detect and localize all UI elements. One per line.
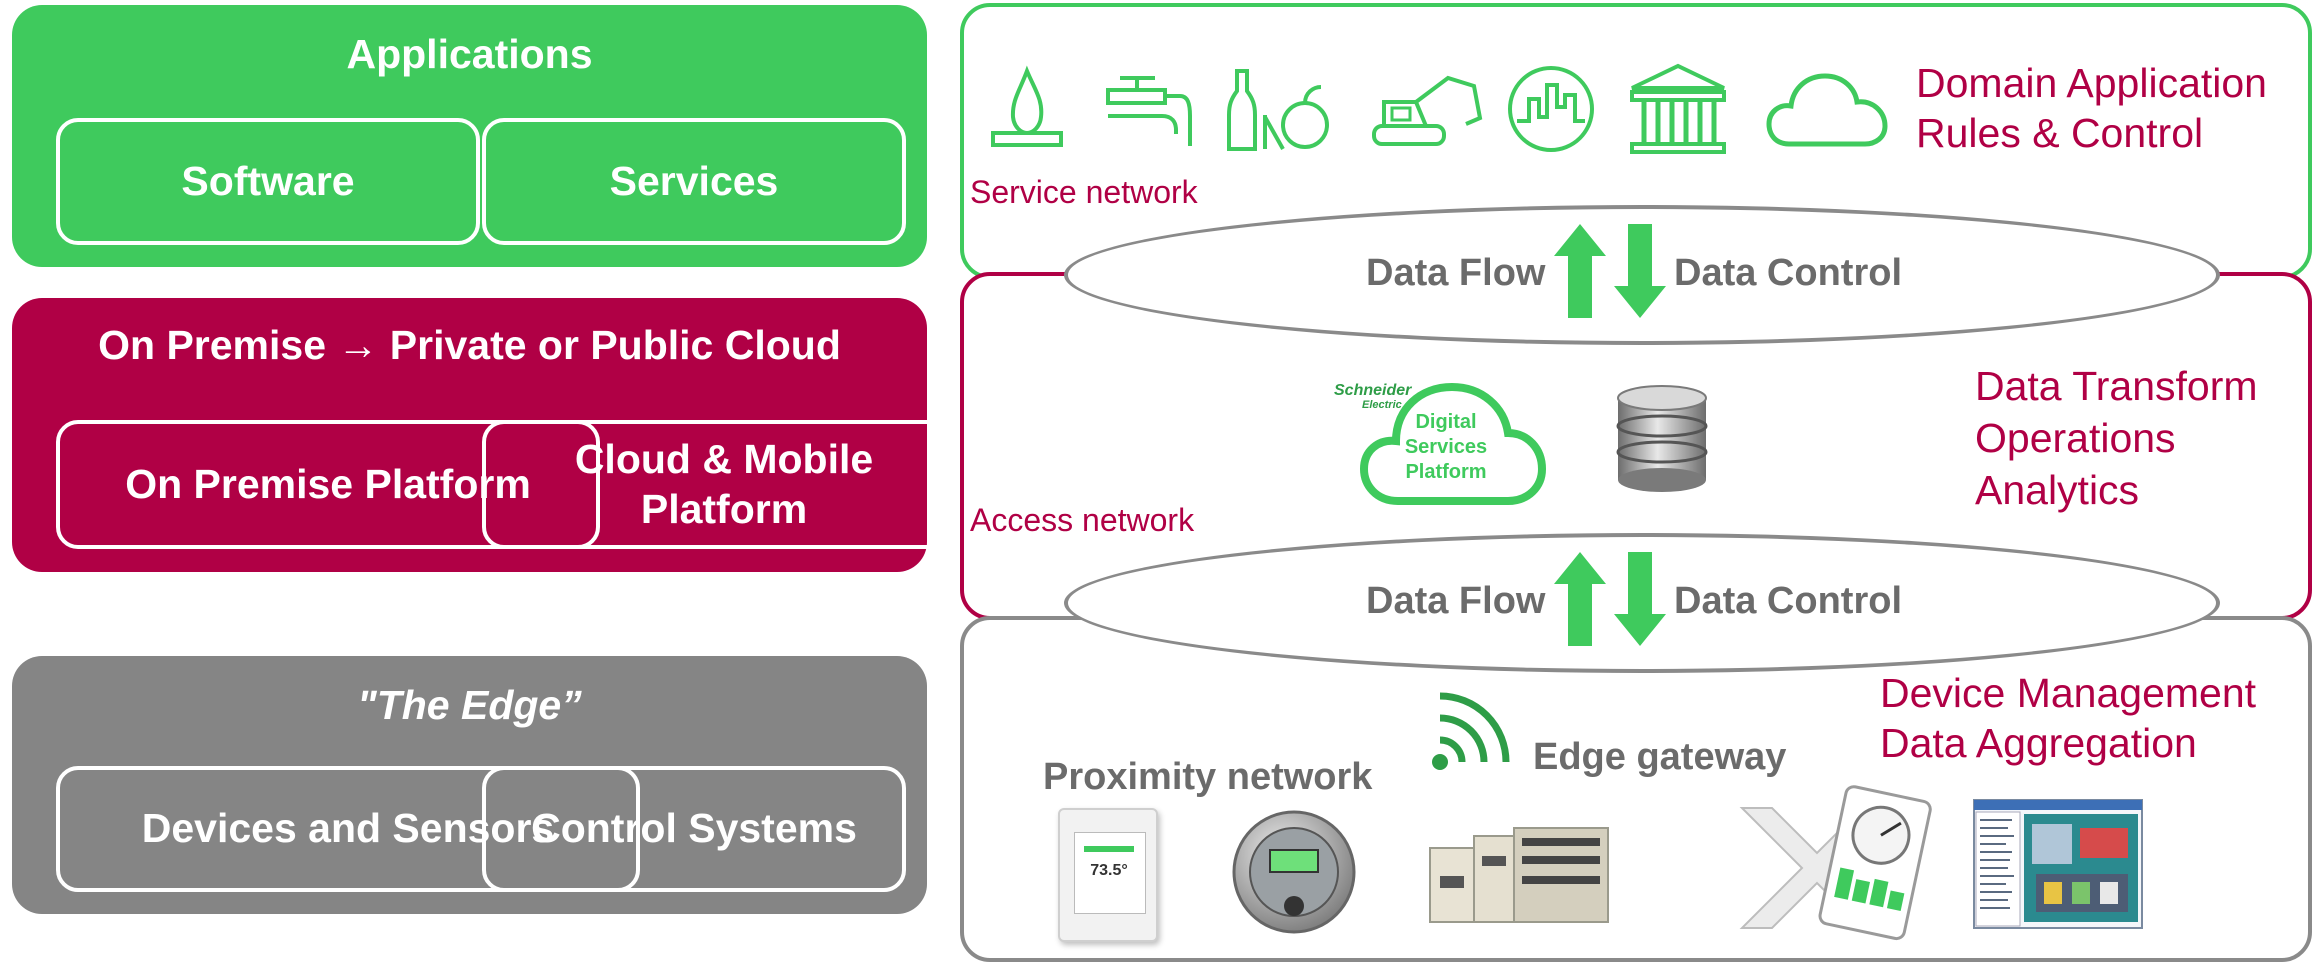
domain-label-line1: Domain Application [1916,60,2267,106]
cloud-icon [1766,73,1888,147]
transform-label-line3: Analytics [1975,467,2140,513]
transform-label-line1: Data Transform [1975,363,2258,409]
cloud-text-line1: Digital [1415,411,1477,433]
device-label-line1: Device Management [1880,670,2257,716]
data-transform-label: Data Transform Operations Analytics [1975,360,2258,516]
access-network-label: Access network [970,502,1195,538]
schneider-logo: Schneider Electric [1334,382,1412,412]
cloud-mobile-platform-box: Cloud & Mobile Platform [482,420,966,549]
software-screen-icon [1973,799,2143,929]
services-box: Services [482,118,906,245]
lower-data-control-label: Data Control [1674,580,1902,622]
faucet-icon [1106,76,1192,146]
wifi-icon [1432,692,1510,770]
upper-up-arrow-icon [1554,224,1606,318]
schneider-logo-line2: Electric [1362,399,1402,411]
platform-panel: On Premise → Private or Public Cloud On … [12,298,966,572]
schneider-logo-line1: Schneider [1334,382,1412,399]
city-icon [1508,66,1594,152]
excavator-icon [1372,75,1483,146]
food-icon [1227,69,1329,151]
flame-icon [991,65,1063,147]
upper-down-arrow-icon [1614,224,1666,318]
service-network-label: Service network [970,174,1198,210]
edge-title: "The Edge” [357,682,582,728]
edge-panel: "The Edge” Devices and Sensors Control S… [12,656,927,914]
database-icon [1616,385,1708,492]
cloud-text-line2: Services [1404,436,1488,458]
domain-label-line2: Rules & Control [1916,110,2204,156]
domain-application-label: Domain Application Rules & Control [1916,58,2267,158]
thermostat-green-bar [1084,846,1134,852]
lower-data-flow-label: Data Flow [1366,580,1546,622]
building-icon [1630,63,1726,154]
meter-icon [1232,810,1356,934]
applications-panel: Applications Software Services [12,5,927,267]
cloud-text-line3: Platform [1405,461,1487,483]
applications-title: Applications [346,31,593,77]
platform-title: On Premise → Private or Public Cloud [98,322,841,368]
device-management-label: Device Management Data Aggregation [1880,668,2256,768]
control-systems-box: Control Systems [482,766,906,892]
thermostat-reading: 73.5° [1090,862,1128,879]
transform-label-line2: Operations [1975,415,2176,461]
lower-up-arrow-icon [1554,552,1606,646]
edge-gateway-label: Edge gateway [1533,736,1787,778]
upper-data-flow-label: Data Flow [1366,252,1546,294]
digital-services-cloud-icon [1359,382,1547,505]
plc-icon [1429,827,1609,923]
thermostat-screen [1074,832,1146,914]
thermostat-icon: 73.5° [1058,808,1158,942]
upper-data-control-label: Data Control [1674,252,1902,294]
device-label-line2: Data Aggregation [1880,720,2197,766]
proximity-network-label: Proximity network [1043,756,1373,798]
lower-down-arrow-icon [1614,552,1666,646]
digital-services-text: Digital Services Platform [1376,410,1516,485]
software-box: Software [56,118,480,245]
tablet-icon [1739,785,1932,941]
on-premise-platform-box: On Premise Platform [56,420,600,549]
